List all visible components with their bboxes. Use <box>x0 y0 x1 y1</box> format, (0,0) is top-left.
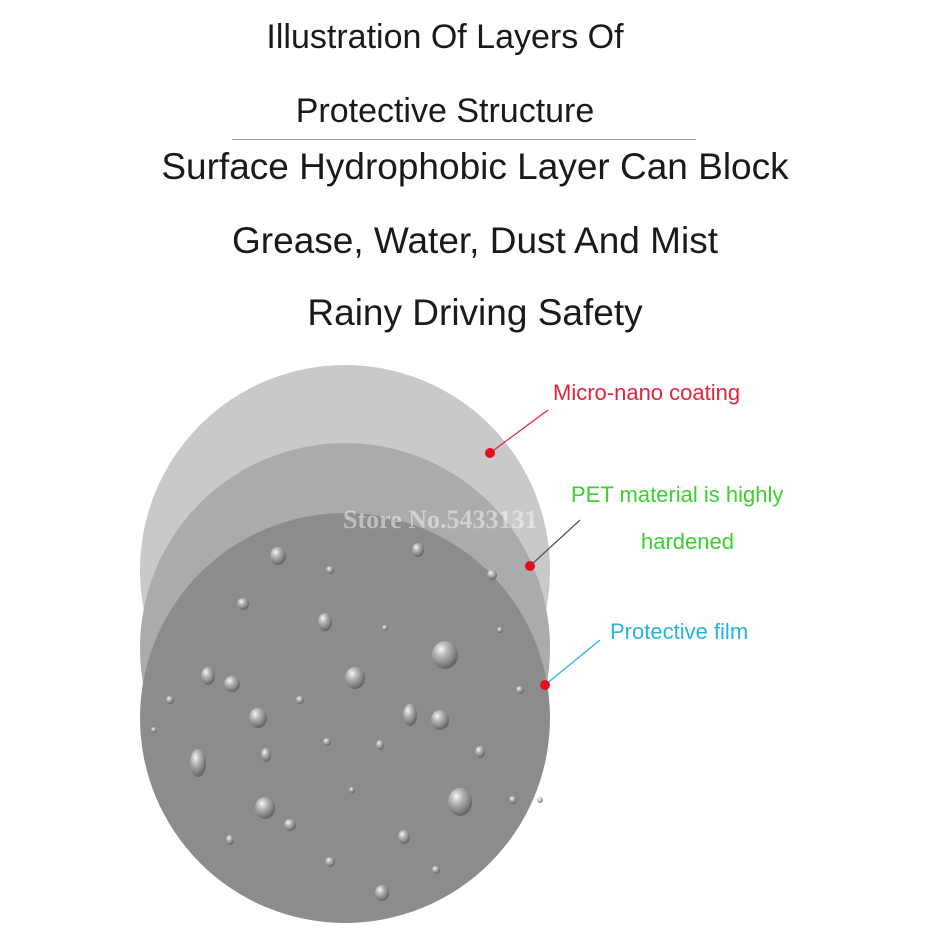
water-droplet <box>323 738 331 746</box>
title-divider <box>232 139 696 140</box>
water-droplet <box>431 710 449 730</box>
water-droplet <box>226 835 234 845</box>
water-droplet <box>475 746 485 758</box>
water-droplet <box>497 627 503 633</box>
water-droplet <box>224 676 240 692</box>
subtitle-line-2: Grease, Water, Dust And Mist <box>232 220 718 261</box>
marker-dot-pet <box>525 561 535 571</box>
water-droplets <box>151 543 543 901</box>
water-droplet <box>487 570 497 580</box>
title-line-2: Protective Structure <box>295 92 595 130</box>
leader-line-protective-film <box>544 639 601 686</box>
water-droplet <box>448 788 472 816</box>
water-droplet <box>326 566 334 574</box>
water-droplet <box>284 819 296 831</box>
water-droplet <box>296 696 304 704</box>
water-droplet <box>403 704 417 726</box>
label-pet-material-line-2: hardened <box>641 529 734 554</box>
subtitle-line-1: Surface Hydrophobic Layer Can Block <box>161 146 789 187</box>
water-droplet <box>432 866 440 874</box>
water-droplet <box>509 796 517 804</box>
water-droplet <box>432 641 458 669</box>
water-droplet <box>151 727 157 733</box>
water-droplet <box>255 797 275 819</box>
marker-dot-protective-film <box>540 680 550 690</box>
title-line-1: Illustration Of Layers Of <box>266 18 624 56</box>
label-protective-film: Protective film <box>610 619 749 644</box>
water-droplet <box>166 696 174 704</box>
water-droplet <box>237 598 249 610</box>
water-droplet <box>325 857 335 867</box>
protective-film-disc <box>140 513 550 923</box>
store-watermark: Store No.5433131 <box>343 505 538 534</box>
water-droplet <box>345 667 365 689</box>
leader-line-pet <box>529 519 581 567</box>
water-droplet <box>516 686 524 694</box>
water-droplet <box>249 708 267 728</box>
subtitle-line-3: Rainy Driving Safety <box>307 292 643 333</box>
marker-dot-micro-nano <box>485 448 495 458</box>
label-pet-material-line-1: PET material is highly <box>571 482 784 507</box>
water-droplet <box>537 797 543 803</box>
water-droplet <box>382 625 388 631</box>
water-droplet <box>318 613 332 631</box>
water-droplet <box>398 830 410 844</box>
water-droplet <box>201 667 215 685</box>
water-droplet <box>376 740 384 750</box>
water-droplet <box>190 749 206 777</box>
water-droplet <box>349 787 355 793</box>
water-droplet <box>270 547 286 565</box>
leader-line-micro-nano <box>489 409 549 454</box>
water-droplet <box>375 885 389 901</box>
water-droplet <box>261 748 271 762</box>
water-droplet <box>412 543 424 557</box>
label-micro-nano-coating: Micro-nano coating <box>553 380 741 405</box>
